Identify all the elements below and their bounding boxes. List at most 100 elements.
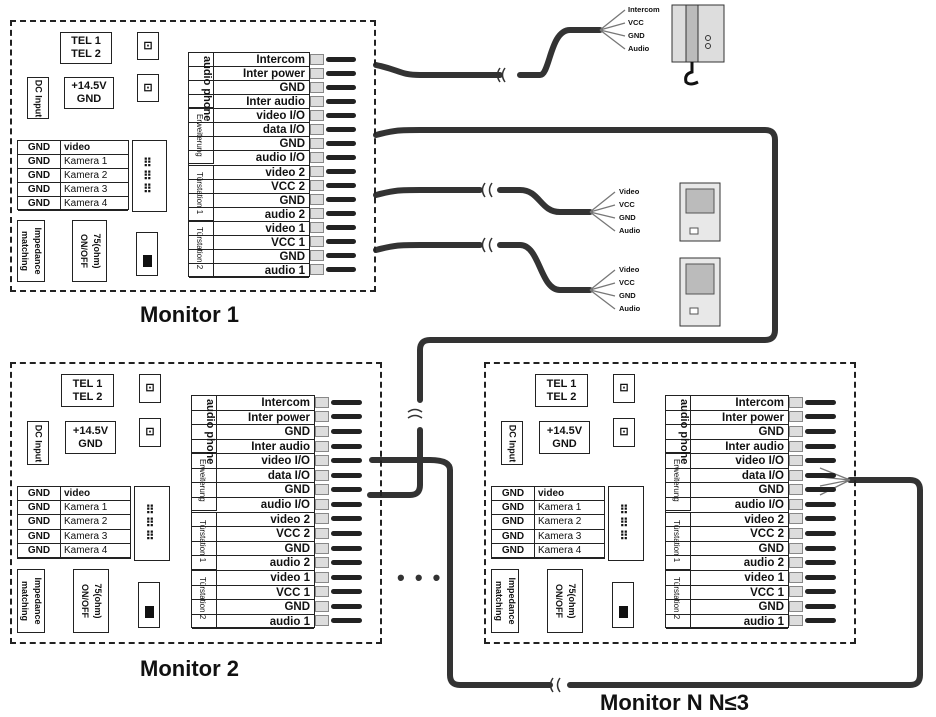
screw-terminal[interactable] bbox=[315, 468, 362, 483]
screw-terminal[interactable] bbox=[310, 165, 356, 179]
screw-terminal[interactable] bbox=[315, 482, 362, 497]
screw-terminal[interactable] bbox=[310, 52, 356, 66]
camera-label: video bbox=[535, 487, 604, 502]
power-gnd-label: GND bbox=[78, 437, 103, 450]
terminal-label: data I/O bbox=[666, 469, 788, 484]
screw-terminal[interactable] bbox=[789, 585, 836, 600]
screw-terminal[interactable] bbox=[310, 136, 356, 150]
screw-terminal[interactable] bbox=[789, 410, 836, 425]
tel-connector-icon: ⊡ bbox=[137, 32, 159, 60]
camera-row: GND Kamera 1 bbox=[18, 155, 128, 169]
screw-terminal[interactable] bbox=[315, 555, 362, 570]
terminal-label: VCC 2 bbox=[666, 527, 788, 542]
terminal-label: Inter power bbox=[666, 411, 788, 426]
screw-terminal[interactable] bbox=[789, 468, 836, 483]
camera-table: GND video GND Kamera 1 GND Kamera 2 GND … bbox=[491, 486, 605, 559]
screw-terminal[interactable] bbox=[310, 207, 356, 221]
monitor-1-label: Monitor 1 bbox=[140, 302, 239, 327]
terminal-label: GND bbox=[189, 194, 309, 208]
screw-terminal[interactable] bbox=[789, 526, 836, 541]
screw-terminal[interactable] bbox=[789, 453, 836, 468]
tel-connector-icon: ⊡ bbox=[613, 374, 635, 403]
terminal-group bbox=[665, 570, 691, 628]
monitor-2-panel: TEL 1 TEL 2 ⊡ ⊡ DC Input +14.5V GND GND … bbox=[10, 362, 382, 644]
screw-terminal[interactable] bbox=[789, 599, 836, 614]
camera-row: GND Kamera 1 bbox=[18, 501, 130, 516]
cable-loop-2 bbox=[567, 477, 923, 688]
camera-gnd-label: GND bbox=[18, 183, 61, 197]
screw-terminal[interactable] bbox=[315, 439, 362, 454]
terminal-label: GND bbox=[189, 250, 309, 264]
camera-table: GND video GND Kamera 1 GND Kamera 2 GND … bbox=[17, 486, 131, 559]
screw-terminal[interactable] bbox=[789, 512, 836, 527]
screw-terminal[interactable] bbox=[789, 555, 836, 570]
screw-terminal[interactable] bbox=[315, 614, 362, 629]
camera-table: GND video GND Kamera 1 GND Kamera 2 GND … bbox=[17, 140, 129, 211]
dc-input-box: DC Input bbox=[27, 77, 49, 119]
terminal-label: Inter audio bbox=[192, 440, 314, 455]
terminal-label: GND bbox=[666, 425, 788, 440]
group-turstation-1: Türstation 1 bbox=[198, 520, 207, 563]
screw-terminal[interactable] bbox=[315, 541, 362, 556]
ohm-switch-icon[interactable] bbox=[136, 232, 158, 276]
impedance-label: Impedance matching bbox=[494, 577, 517, 625]
terminal-group bbox=[191, 453, 217, 511]
terminal-label: video 1 bbox=[666, 571, 788, 586]
screw-terminal[interactable] bbox=[315, 453, 362, 468]
screw-terminal[interactable] bbox=[789, 541, 836, 556]
camera-label: Kamera 2 bbox=[535, 515, 604, 530]
screw-terminal[interactable] bbox=[315, 585, 362, 600]
dc-input-box: DC Input bbox=[501, 421, 523, 465]
screw-terminal[interactable] bbox=[310, 80, 356, 94]
screw-terminal[interactable] bbox=[310, 150, 356, 164]
screw-terminal[interactable] bbox=[789, 570, 836, 585]
ohm-switch-label: 75(ohm) ON/OFF bbox=[78, 233, 102, 269]
screw-terminal[interactable] bbox=[310, 94, 356, 108]
screw-terminal[interactable] bbox=[789, 482, 836, 497]
camera-row: GND video bbox=[18, 487, 130, 502]
monitor-n-label: Monitor N N≤3 bbox=[600, 690, 749, 715]
camera-label: Kamera 4 bbox=[61, 544, 130, 559]
terminal-label: video 2 bbox=[189, 166, 309, 180]
screw-terminal[interactable] bbox=[315, 599, 362, 614]
screw-terminal[interactable] bbox=[315, 395, 362, 410]
screw-terminal[interactable] bbox=[315, 497, 362, 512]
impedance-label: Impedance matching bbox=[20, 577, 43, 625]
screw-terminal-strip bbox=[310, 52, 356, 277]
screw-terminal[interactable] bbox=[315, 424, 362, 439]
ohm-switch-icon[interactable] bbox=[138, 582, 160, 628]
screw-terminal[interactable] bbox=[789, 614, 836, 629]
group-turstation-2: Türstation 2 bbox=[195, 227, 204, 270]
terminal-label: GND bbox=[192, 483, 314, 499]
screw-terminal[interactable] bbox=[315, 410, 362, 425]
group-audio-phone: audio phone bbox=[678, 399, 690, 465]
terminal-label: video I/O bbox=[189, 109, 309, 124]
intercom-handset-device bbox=[671, 4, 725, 86]
terminal-label: Inter power bbox=[192, 411, 314, 426]
screw-terminal[interactable] bbox=[315, 512, 362, 527]
screw-terminal[interactable] bbox=[310, 235, 356, 249]
screw-terminal[interactable] bbox=[310, 179, 356, 193]
cable-loop bbox=[369, 457, 553, 688]
screw-terminal[interactable] bbox=[789, 439, 836, 454]
power-box: +14.5V GND bbox=[64, 77, 114, 109]
screw-terminal[interactable] bbox=[789, 395, 836, 410]
camera-label: Kamera 4 bbox=[535, 544, 604, 559]
screw-terminal[interactable] bbox=[789, 497, 836, 512]
screw-terminal[interactable] bbox=[310, 66, 356, 80]
ohm-switch-icon[interactable] bbox=[612, 582, 634, 628]
camera-gnd-label: GND bbox=[18, 515, 61, 530]
camera-label: video bbox=[61, 141, 128, 155]
camera-row: GND Kamera 2 bbox=[18, 169, 128, 183]
screw-terminal[interactable] bbox=[310, 263, 356, 277]
screw-terminal[interactable] bbox=[315, 526, 362, 541]
screw-terminal[interactable] bbox=[310, 221, 356, 235]
screw-terminal[interactable] bbox=[310, 108, 356, 122]
screw-terminal[interactable] bbox=[310, 249, 356, 263]
screw-terminal[interactable] bbox=[315, 570, 362, 585]
screw-terminal[interactable] bbox=[310, 193, 356, 207]
screw-terminal[interactable] bbox=[310, 122, 356, 136]
screw-terminal[interactable] bbox=[789, 424, 836, 439]
terminal-label: GND bbox=[666, 600, 788, 615]
group-audio-phone: audio phone bbox=[201, 56, 213, 122]
